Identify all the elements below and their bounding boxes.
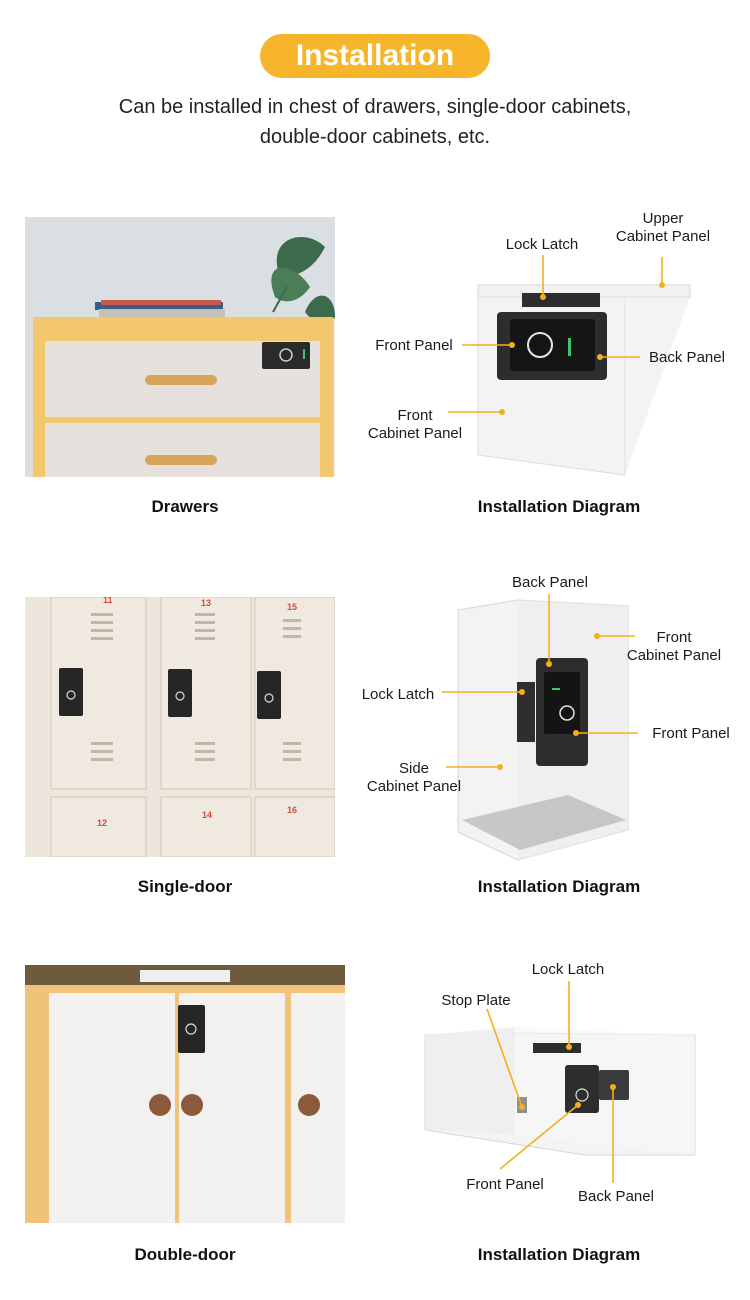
section-title: Installation [260,34,490,78]
caption-diagram-1: Installation Diagram [477,497,641,516]
caption-drawers: Drawers [151,497,219,516]
label-front-cabinet-2a: Front [656,629,692,646]
caption-double-door: Double-door [134,1245,236,1264]
label-front-panel: Front Panel [375,337,453,354]
label-lock-latch-3: Lock Latch [532,961,605,978]
diagram-drawers: Lock Latch Upper Cabinet Panel Front Pan… [350,205,745,485]
label-front-cabinet-2: Cabinet Panel [368,425,462,442]
label-front-cabinet-2b: Cabinet Panel [627,647,721,664]
label-side-cabinet-1: Side [399,760,429,777]
subtitle-line-1: Can be installed in chest of drawers, si… [118,96,632,118]
label-stop-plate: Stop Plate [441,992,510,1009]
label-front-panel-3: Front Panel [466,1176,544,1193]
subtitle: Can be installed in chest of drawers, si… [40,92,710,152]
caption-diagram-2: Installation Diagram [477,877,641,896]
double-door-photo [25,965,345,1223]
label-front-panel-2: Front Panel [652,725,730,742]
label-back-panel-2: Back Panel [512,574,588,591]
locker-number-11: 11 [103,597,113,605]
locker-number-13: 13 [201,598,211,608]
locker-number-16: 16 [287,805,297,815]
caption-diagram-3: Installation Diagram [477,1245,641,1264]
label-upper-cabinet-1: Upper [643,210,684,227]
subtitle-line-2: double-door cabinets, etc. [259,126,491,148]
locker-number-14: 14 [202,810,212,820]
label-side-cabinet-2: Cabinet Panel [367,778,461,795]
caption-single-door: Single-door [137,877,233,896]
label-lock-latch: Lock Latch [506,236,579,253]
diagram-single-door: Back Panel Front Cabinet Panel Lock Latc… [350,570,745,870]
diagram-double-door: Lock Latch Stop Plate Front Panel Back P… [405,955,745,1210]
locker-number-15: 15 [287,602,297,612]
label-lock-latch-2: Lock Latch [362,686,435,703]
label-back-panel-3: Back Panel [578,1188,654,1205]
locker-number-12: 12 [97,818,107,828]
single-door-photo: 11 13 15 12 14 16 [25,597,335,857]
label-back-panel: Back Panel [649,349,725,366]
label-upper-cabinet-2: Cabinet Panel [616,228,710,245]
drawers-photo [25,217,335,477]
label-front-cabinet-1: Front [397,407,433,424]
